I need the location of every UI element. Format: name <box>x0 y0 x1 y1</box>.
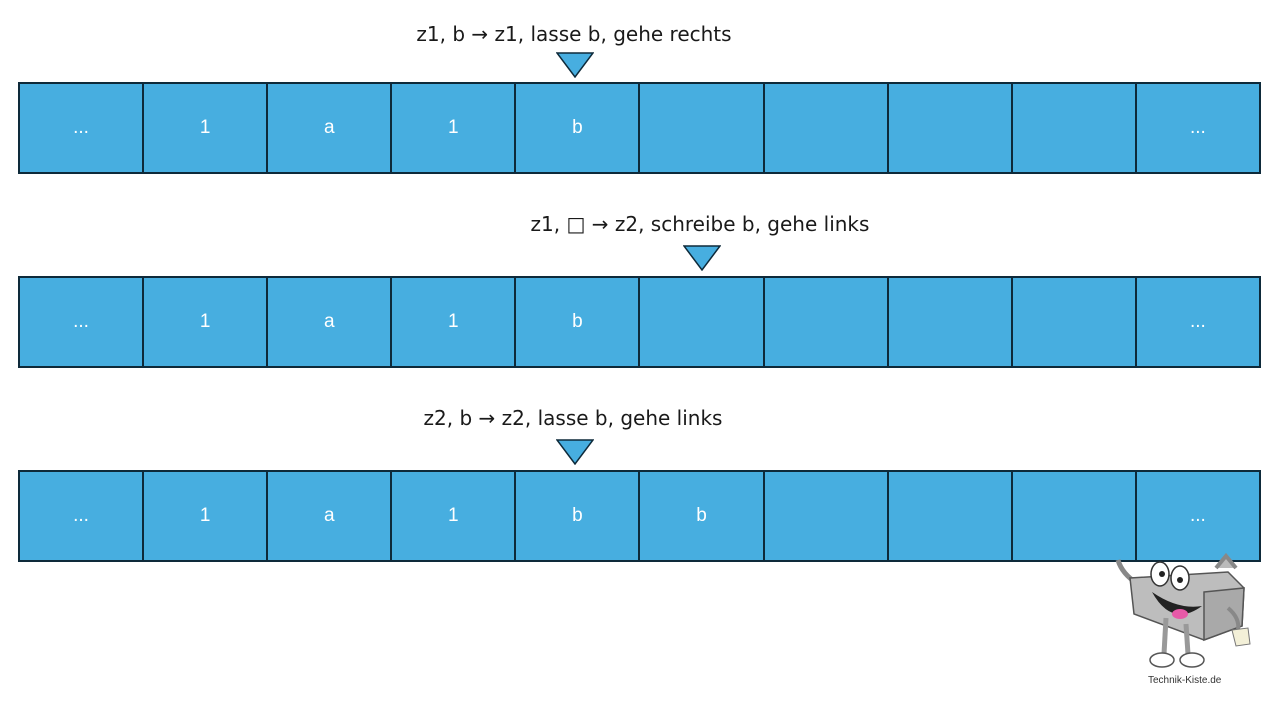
tape-cell: 1 <box>144 278 269 366</box>
toolbox-mascot-icon <box>1108 548 1258 688</box>
brand-label: Technik-Kiste.de <box>1148 675 1222 686</box>
tape-cell <box>889 278 1013 366</box>
tape-cell: 1 <box>144 472 269 560</box>
tape-cell: ... <box>20 84 145 172</box>
transition-rule-label: z2, b → z2, lasse b, gehe links <box>423 406 723 430</box>
tape-cell-head: b <box>516 472 641 560</box>
tape-cell <box>765 84 889 172</box>
tape-cell <box>765 472 889 560</box>
tape-cell: ... <box>20 278 145 366</box>
tape: ... 1 a 1 b b ... <box>18 470 1261 562</box>
tape-cell: a <box>268 84 393 172</box>
tape-cell <box>1013 278 1137 366</box>
tape-cell: ... <box>1189 505 1206 526</box>
tape-cell: a <box>268 472 393 560</box>
tape-cell: ... <box>20 472 145 560</box>
tape-cell-head: b <box>516 84 641 172</box>
transition-rule-label: z1, □ → z2, schreibe b, gehe links <box>530 212 870 236</box>
tape-cell: ... <box>1189 311 1206 332</box>
tape-cell: 1 <box>392 278 517 366</box>
tape-cell: 1 <box>144 84 269 172</box>
tape-cell <box>1013 472 1137 560</box>
tape-cell: 1 <box>392 84 517 172</box>
tape-cell-head <box>640 278 765 366</box>
tape-cell: a <box>268 278 393 366</box>
tape: ... 1 a 1 b ... <box>18 82 1261 174</box>
tape: ... 1 a 1 b ... <box>18 276 1261 368</box>
tape-cell <box>889 84 1013 172</box>
tape-cell <box>640 84 765 172</box>
tape-cell <box>889 472 1013 560</box>
tape-cell: b <box>516 278 641 366</box>
tape-cell <box>765 278 889 366</box>
tape-cell <box>1013 84 1137 172</box>
tape-cell: 1 <box>392 472 517 560</box>
tape-cell: ... <box>1189 117 1206 138</box>
tape-cell: b <box>640 472 765 560</box>
transition-rule-label: z1, b → z1, lasse b, gehe rechts <box>416 22 732 46</box>
